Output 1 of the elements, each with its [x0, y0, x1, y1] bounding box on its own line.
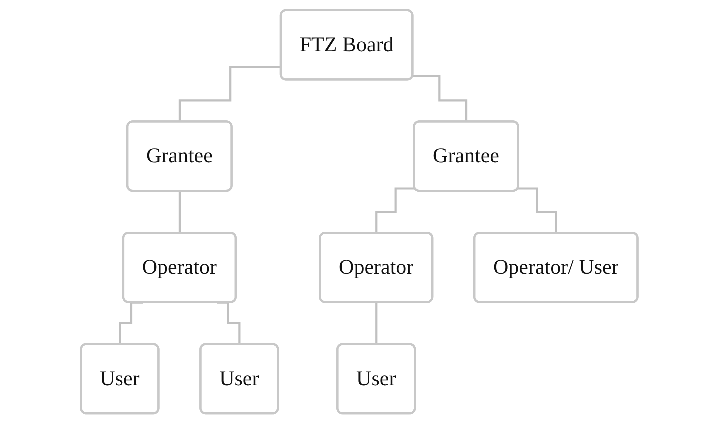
- connector: [178, 66, 282, 124]
